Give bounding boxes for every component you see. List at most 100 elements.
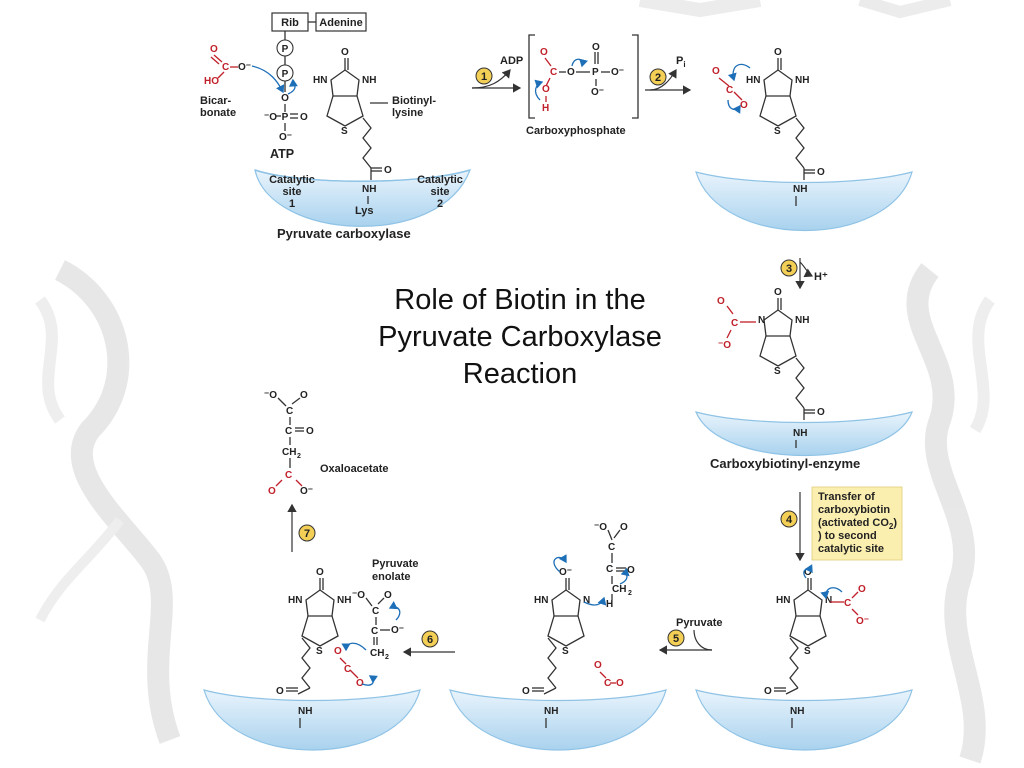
step-badge-2: 2 xyxy=(649,68,667,86)
adp-label: ADP xyxy=(500,55,523,67)
svg-text:CH: CH xyxy=(282,447,296,458)
svg-text:O: O xyxy=(276,686,284,697)
svg-text:O⁻: O⁻ xyxy=(238,62,251,73)
svg-text:S: S xyxy=(316,646,323,657)
svg-text:C: C xyxy=(844,598,851,609)
background-swirl-right xyxy=(906,263,996,764)
svg-text:C: C xyxy=(285,470,292,481)
svg-text:O: O xyxy=(717,296,725,307)
svg-text:1: 1 xyxy=(481,71,487,83)
svg-text:O: O xyxy=(817,167,825,178)
pyruvate-label: Pyruvate xyxy=(676,617,722,629)
svg-text:C: C xyxy=(372,606,379,617)
svg-text:O: O xyxy=(594,660,602,671)
step-badge-1: 1 xyxy=(475,67,493,85)
lys-label: Lys xyxy=(355,205,374,217)
svg-text:HN: HN xyxy=(776,595,790,606)
svg-text:5: 5 xyxy=(673,633,679,645)
svg-text:C: C xyxy=(606,564,613,575)
svg-text:O: O xyxy=(817,407,825,418)
svg-text:O: O xyxy=(764,686,772,697)
svg-text:O: O xyxy=(540,47,548,58)
svg-text:C: C xyxy=(371,626,378,637)
svg-text:O: O xyxy=(616,678,624,689)
svg-text:⁻O: ⁻O xyxy=(718,340,731,351)
svg-text:N: N xyxy=(825,595,832,606)
svg-text:NH: NH xyxy=(337,595,351,606)
svg-text:HN: HN xyxy=(534,595,548,606)
title-line-3: Reaction xyxy=(462,358,578,390)
svg-text:NH: NH xyxy=(795,315,809,326)
svg-text:NH: NH xyxy=(790,706,804,717)
svg-text:C: C xyxy=(286,406,293,417)
svg-text:NH: NH xyxy=(793,184,807,195)
catalytic-site-1-line-3: 1 xyxy=(289,198,295,210)
svg-text:6: 6 xyxy=(427,634,433,646)
svg-text:O: O xyxy=(542,84,550,95)
svg-text:O⁻: O⁻ xyxy=(591,87,604,98)
svg-text:HO: HO xyxy=(204,76,219,87)
svg-text:NH: NH xyxy=(362,184,376,195)
atp-label: ATP xyxy=(270,147,294,161)
svg-text:H: H xyxy=(606,599,613,610)
transfer-note-line-5: catalytic site xyxy=(818,543,884,555)
svg-text:7: 7 xyxy=(304,528,310,540)
svg-text:HN: HN xyxy=(313,75,327,86)
svg-text:O⁻: O⁻ xyxy=(856,616,869,627)
catalytic-site-1-line-2: site xyxy=(283,186,302,198)
pyruvate-enolate-label-1: Pyruvate xyxy=(372,558,418,570)
svg-text:O: O xyxy=(306,426,314,437)
svg-text:O⁻: O⁻ xyxy=(611,67,624,78)
rib-label: Rib xyxy=(281,17,299,29)
svg-text:O⁻: O⁻ xyxy=(279,132,292,143)
svg-text:C: C xyxy=(550,67,557,78)
h-plus-label: H⁺ xyxy=(814,271,828,283)
title-line-1: Role of Biotin in the xyxy=(394,284,646,316)
biotin-ring-bottom-left: HN NH O S xyxy=(288,567,351,657)
transfer-note-line-2: carboxybiotin xyxy=(818,504,890,516)
enzyme-label: Pyruvate carboxylase xyxy=(277,226,411,241)
background-swirl-left xyxy=(34,260,181,744)
svg-text:O: O xyxy=(627,565,635,576)
biotin-ring-bottom-right: HN N O S xyxy=(776,567,832,657)
svg-text:O: O xyxy=(300,112,308,123)
svg-text:O: O xyxy=(210,44,218,55)
svg-text:4: 4 xyxy=(786,514,793,526)
svg-text:O: O xyxy=(384,590,392,601)
svg-text:HN: HN xyxy=(746,75,760,86)
svg-text:S: S xyxy=(774,366,781,377)
svg-text:O: O xyxy=(774,47,782,58)
svg-text:NH: NH xyxy=(298,706,312,717)
enzyme-bowl-bottom-right xyxy=(695,689,913,751)
svg-text:O: O xyxy=(341,47,349,58)
title-line-2: Pyruvate Carboxylase xyxy=(378,321,662,353)
svg-text:O: O xyxy=(858,584,866,595)
svg-text:C: C xyxy=(344,664,351,675)
svg-text:C: C xyxy=(726,85,733,96)
carboxyphosphate-label: Carboxyphosphate xyxy=(526,125,626,137)
diagram-title: Role of Biotin in the Pyruvate Carboxyla… xyxy=(330,282,710,393)
svg-text:O: O xyxy=(384,165,392,176)
pi-label: Pi xyxy=(676,55,686,69)
transfer-note-line-1: Transfer of xyxy=(818,491,875,503)
svg-text:CH: CH xyxy=(612,584,626,595)
transfer-note-line-3: (activated CO2) xyxy=(818,517,897,531)
svg-text:O: O xyxy=(300,390,308,401)
step-badge-6: 6 xyxy=(421,630,439,648)
step-badge-7: 7 xyxy=(298,524,316,542)
svg-text:O: O xyxy=(281,93,289,104)
svg-text:O: O xyxy=(712,66,720,77)
svg-text:O⁻: O⁻ xyxy=(559,567,572,578)
svg-text:O⁻: O⁻ xyxy=(300,486,313,497)
biotin-ring-initial: HN NH O S xyxy=(313,47,376,137)
transfer-note-line-4: ) to second xyxy=(818,530,877,542)
enzyme-bowl-bottom-left xyxy=(203,689,421,751)
step-badge-4: 4 xyxy=(780,510,798,528)
phosphate-label-2: P xyxy=(282,69,289,80)
enzyme-bowl-top-right xyxy=(695,171,913,231)
phosphate-label-1: P xyxy=(282,44,289,55)
svg-text:O: O xyxy=(774,287,782,298)
svg-text:O: O xyxy=(268,486,276,497)
catalytic-site-2-line-3: 2 xyxy=(437,198,443,210)
